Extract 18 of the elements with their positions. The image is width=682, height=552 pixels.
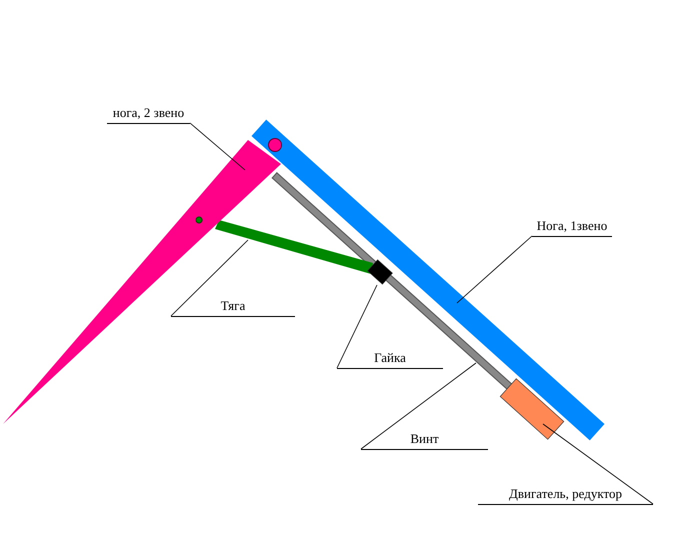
leader-line: [360, 362, 476, 450]
leader-line: [542, 424, 654, 504]
part-label: Двигатель, редуктор: [509, 486, 622, 501]
part-label-underline: [337, 350, 443, 369]
leader-line: [190, 122, 246, 170]
motor-gearbox: [500, 378, 564, 440]
leader-line: [170, 240, 248, 316]
lead-screw: [271, 172, 513, 390]
tie-rod: [215, 220, 373, 274]
part-label: Тяга: [220, 298, 246, 313]
part-label: нога, 2 звено: [112, 105, 184, 120]
part-label: Гайка: [374, 350, 406, 365]
leader-line: [336, 284, 378, 368]
second-leg-link: [3, 140, 281, 424]
part-label: Винт: [410, 431, 439, 446]
part-label-underline: [107, 105, 190, 124]
part-label: Нога, 1звено: [536, 218, 608, 233]
leader-line: [456, 236, 532, 304]
